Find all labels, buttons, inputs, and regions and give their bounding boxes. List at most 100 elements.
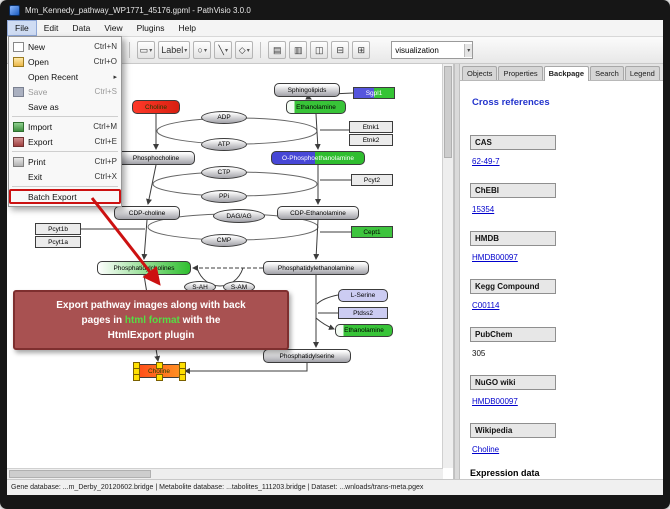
selection-handle[interactable] (133, 374, 140, 381)
new-geneproduct-glyph: ▭ (139, 44, 149, 55)
menu-item-shortcut: Ctrl+P (94, 157, 117, 166)
node-sgpl1[interactable]: Sgpl1 (353, 87, 395, 99)
selection-handle[interactable] (156, 362, 163, 369)
align-top-glyph: ◫ (314, 44, 324, 55)
new-label-glyph: Label (161, 45, 184, 55)
menu-item-batch-export[interactable]: Batch Export (9, 189, 121, 204)
align-top-icon[interactable]: ◫ (310, 41, 329, 59)
menu-item-label: Save (28, 86, 48, 97)
crossref-link[interactable]: HMDB00097 (472, 397, 518, 406)
node-ctp[interactable]: CTP (201, 166, 247, 179)
node-cdp-choline[interactable]: CDP-choline (114, 206, 180, 220)
node-choline-bottom[interactable]: Choline (133, 362, 186, 381)
menu-file[interactable]: File (7, 20, 37, 36)
menu-separator (12, 116, 118, 117)
menu-item-label: New (28, 41, 46, 52)
crossref-link[interactable]: Choline (472, 445, 500, 454)
canvas-horizontal-scrollbar[interactable] (7, 468, 443, 479)
menu-item-label: Save as (28, 101, 59, 112)
menu-view[interactable]: View (104, 23, 123, 33)
align-left-icon[interactable]: ▤ (268, 41, 287, 59)
canvas-vertical-scrollbar[interactable] (442, 64, 453, 468)
tab-properties[interactable]: Properties (498, 66, 543, 80)
new-label-icon[interactable]: Label▾ (158, 41, 191, 59)
node-phosphatidylserine[interactable]: Phosphatidylserine (263, 349, 351, 363)
menu-edit[interactable]: Edit (43, 23, 59, 33)
tab-search[interactable]: Search (590, 66, 624, 80)
menu-item-label: Exit (28, 171, 43, 182)
menu-help[interactable]: Help (178, 23, 196, 33)
menu-item-shortcut: Ctrl+X (94, 172, 117, 181)
horizontal-scroll-thumb[interactable] (9, 470, 151, 478)
menu-item-shortcut: Ctrl+N (94, 42, 117, 51)
node-sphingolipids[interactable]: Sphingolipids (274, 83, 340, 97)
menu-item-label: Import (28, 121, 53, 132)
node-etnk1[interactable]: Etnk1 (349, 121, 393, 133)
node-atp[interactable]: ATP (201, 138, 247, 151)
distribute-vertical-icon[interactable]: ⊞ (352, 41, 371, 59)
node-phosphocholine[interactable]: Phosphocholine (117, 151, 195, 165)
distribute-horizontal-icon[interactable]: ⊟ (331, 41, 350, 59)
new-document-icon (13, 41, 24, 52)
node-adp[interactable]: ADP (201, 111, 247, 124)
tab-objects[interactable]: Objects (462, 66, 498, 80)
panel-splitter[interactable] (454, 64, 460, 479)
node-l-serine[interactable]: L-Serine (338, 289, 388, 302)
backpage-section-hmdb: HMDB HMDB00097 (470, 228, 653, 262)
new-geneproduct-icon[interactable]: ▭▾ (136, 41, 156, 59)
new-line-glyph: ╲ (218, 44, 224, 55)
node-pcyt1a[interactable]: Pcyt1a (35, 236, 81, 248)
align-center-icon[interactable]: ▥ (289, 41, 308, 59)
node-pcyt1b[interactable]: Pcyt1b (35, 223, 81, 235)
menu-item-exit[interactable]: Exit Ctrl+X (9, 169, 121, 184)
tab-backpage[interactable]: Backpage (543, 66, 590, 81)
node-ethanolamine-right[interactable]: Ethanolamine (335, 324, 393, 337)
crossref-link[interactable]: C00114 (472, 301, 500, 310)
node-phosphatidylethanolamine[interactable]: Phosphatidylethanolamine (263, 261, 369, 275)
node-dag[interactable]: DAG/AG (213, 209, 265, 223)
node-cept1[interactable]: Cept1 (351, 226, 393, 238)
crossref-link[interactable]: 62-49-7 (472, 157, 500, 166)
node-choline-top[interactable]: Choline (132, 100, 180, 114)
node-cmp[interactable]: CMP (201, 234, 247, 247)
menu-item-label: Open (28, 56, 49, 67)
tab-legend[interactable]: Legend (624, 66, 660, 80)
crossref-link[interactable]: 15354 (472, 205, 495, 214)
selection-handle[interactable] (179, 374, 186, 381)
menu-item-open-recent[interactable]: Open Recent▸ (9, 69, 121, 84)
new-metabolite-icon[interactable]: ○▾ (193, 41, 212, 59)
menu-plugins[interactable]: Plugins (136, 23, 165, 33)
node-pcyt2[interactable]: Pcyt2 (351, 174, 393, 186)
node-cdp-ethanolamine[interactable]: CDP-Ethanolamine (277, 206, 359, 220)
selection-handle[interactable] (156, 374, 163, 381)
backpage-section-title: CAS (470, 135, 556, 150)
node-etnk2[interactable]: Etnk2 (349, 134, 393, 146)
node-ptdss2[interactable]: Ptdss2 (338, 307, 388, 319)
menu-item-new[interactable]: New Ctrl+N (9, 39, 121, 54)
menu-item-save-as[interactable]: Save as (9, 99, 121, 114)
new-line-icon[interactable]: ╲▾ (214, 41, 233, 59)
node-o-phosphoethanolamine[interactable]: O-Phosphoethanolamine (271, 151, 365, 165)
crossref-value: 305 (472, 349, 486, 358)
crossref-heading: Cross references (472, 97, 550, 108)
menu-item-shortcut: Ctrl+E (94, 137, 117, 146)
node-ppi[interactable]: PPi (201, 190, 247, 203)
titlebar[interactable]: Mm_Kennedy_pathway_WP1771_45176.gpml - P… (0, 0, 670, 20)
vertical-scroll-thumb[interactable] (444, 66, 452, 158)
visualization-combo[interactable]: visualization ▾ (391, 41, 474, 59)
crossref-link[interactable]: HMDB00097 (472, 253, 518, 262)
menu-data[interactable]: Data (72, 23, 91, 33)
node-ethanolamine-top[interactable]: Ethanolamine (286, 100, 346, 114)
new-shape-icon[interactable]: ◇▾ (235, 41, 254, 59)
chevron-down-icon: ▾ (149, 47, 153, 54)
node-phosphatidylcholines[interactable]: Phosphatidylcholines (97, 261, 191, 275)
backpage-section-title: HMDB (470, 231, 556, 246)
